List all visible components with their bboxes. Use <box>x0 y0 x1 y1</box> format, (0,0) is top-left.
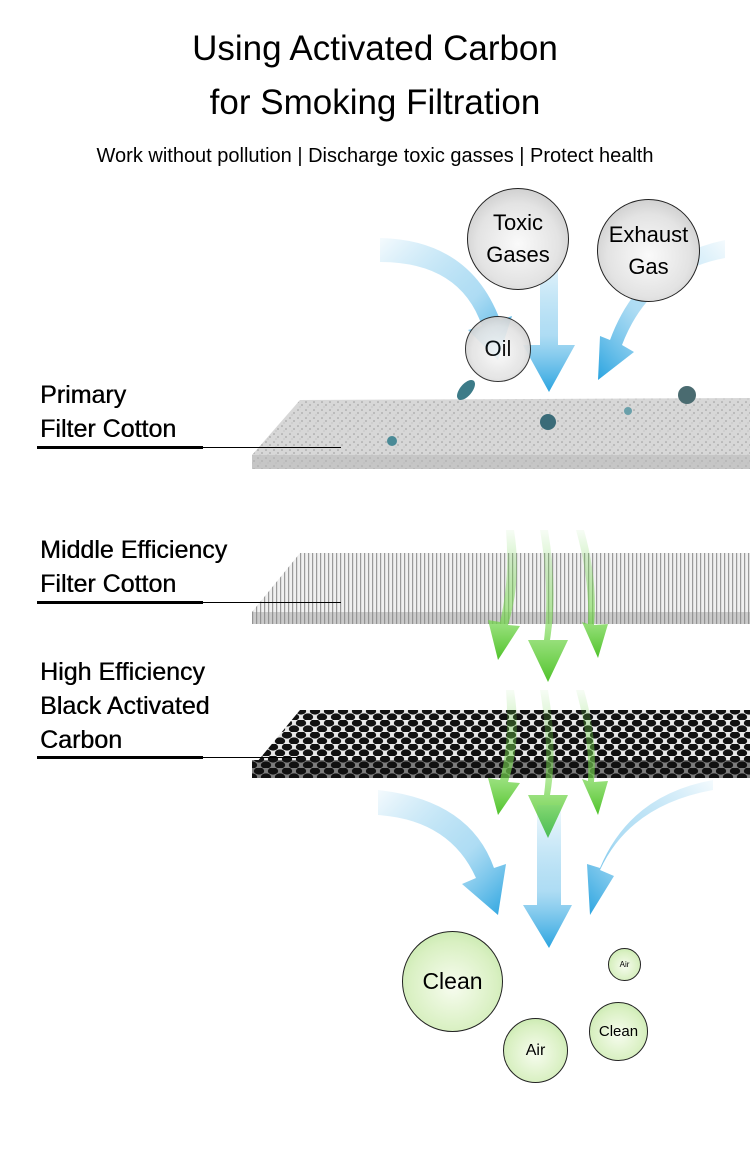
primary-filter-cotton-layer <box>252 380 750 469</box>
blue-arrow-center <box>523 250 575 392</box>
bubble-text: Air <box>525 1041 546 1059</box>
particle-icon <box>678 386 696 404</box>
label-line: Filter Cotton <box>40 415 177 443</box>
bubble-text: Exhaust <box>608 221 689 247</box>
blue-arrow-left-curved <box>378 790 506 915</box>
clean-air-bubble-right: Clean <box>589 1002 648 1061</box>
middle-efficiency-filter-layer <box>252 553 750 624</box>
clean-air-bubble-large: Clean <box>402 931 503 1032</box>
page-subtitle: Work without pollution | Discharge toxic… <box>96 145 654 167</box>
layer-label-middle: Middle Efficiency Filter Cotton <box>40 533 227 601</box>
bubble-text: Gases <box>486 242 550 267</box>
particle-icon <box>540 414 556 430</box>
label-line: Carbon <box>40 726 122 754</box>
layer-label-primary: Primary Filter Cotton <box>40 378 176 446</box>
blue-arrow-center <box>523 805 572 948</box>
outgoing-airflow-arrows <box>378 780 713 948</box>
particle-icon <box>457 380 475 400</box>
title-line-2: for Smoking Filtration <box>209 83 541 122</box>
label-line: High Efficiency <box>40 658 205 686</box>
label-line: Filter Cotton <box>40 570 177 598</box>
bubble-text: Oil <box>484 336 512 361</box>
bubble-text: Gas <box>628 253 669 279</box>
particle-icon <box>624 407 632 415</box>
label-line: Primary <box>40 381 127 409</box>
label-line: Middle Efficiency <box>40 536 228 564</box>
bubble-text: Air <box>619 960 630 969</box>
pollutant-bubble-oil: Oil <box>465 316 531 382</box>
clean-air-bubble-medium: Air <box>503 1018 568 1083</box>
label-line: Black Activated <box>40 692 210 720</box>
bubble-text: Clean <box>422 968 483 994</box>
bubble-text: Clean <box>598 1023 639 1040</box>
layer-label-high: High Efficiency Black Activated Carbon <box>40 655 210 757</box>
filtered-airflow-arrows-lower <box>488 690 608 838</box>
blue-arrow-right-curved <box>587 780 713 915</box>
page-title: Using Activated Carbon for Smoking Filtr… <box>0 22 750 130</box>
filtered-airflow-arrows-upper <box>488 530 608 682</box>
particle-icon <box>387 436 397 446</box>
title-line-1: Using Activated Carbon <box>192 29 558 68</box>
activated-carbon-layer <box>252 710 750 778</box>
bubble-text: Toxic <box>492 210 544 235</box>
clean-air-bubble-small: Air <box>608 948 641 981</box>
